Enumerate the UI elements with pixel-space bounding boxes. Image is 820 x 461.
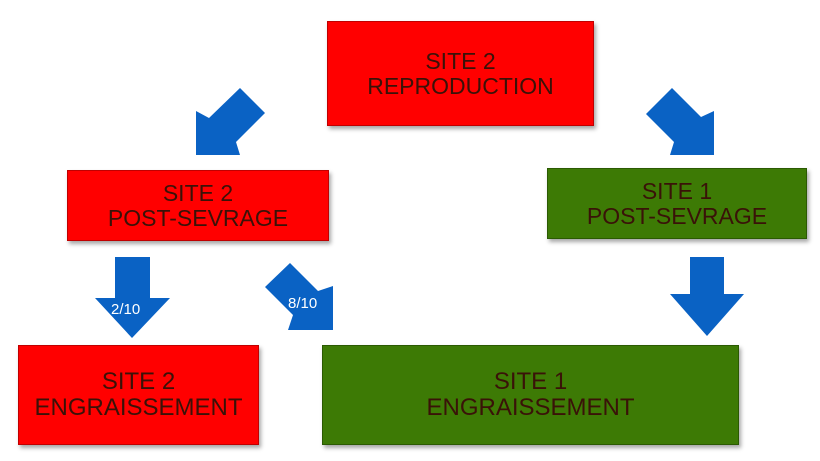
arrow-down-right-icon: [265, 263, 333, 330]
site2-post-sevrage-box: SITE 2 POST-SEVRAGE: [67, 170, 329, 241]
arrow-down-right-icon: [646, 88, 714, 155]
arrow-down-icon: [95, 257, 170, 338]
box-line-site: SITE 2: [162, 179, 234, 206]
box-line-site: SITE 2: [101, 368, 176, 396]
site1-post-sevrage-box: SITE 1 POST-SEVRAGE: [547, 168, 807, 239]
arrow-down-icon: [670, 257, 744, 336]
box-line-stage: POST-SEVRAGE: [107, 204, 289, 231]
site2-reproduction-box: SITE 2 REPRODUCTION: [327, 21, 594, 126]
box-line-site: SITE 1: [641, 177, 713, 204]
box-line-stage: ENGRAISSEMENT: [426, 394, 635, 421]
arrow-down-left-icon: [196, 88, 265, 155]
site1-engraissement-box: SITE 1 ENGRAISSEMENT: [322, 345, 739, 445]
box-line-site: SITE 2: [425, 47, 496, 74]
box-line-stage: REPRODUCTION: [367, 72, 554, 99]
site2-engraissement-box: SITE 2 ENGRAISSEMENT: [18, 345, 259, 445]
box-line-stage: ENGRAISSEMENT: [34, 394, 243, 421]
box-line-stage: POST-SEVRAGE: [586, 202, 768, 229]
box-line-site: SITE 1: [493, 368, 568, 396]
arrow-label-2-10: 2/10: [111, 301, 140, 318]
arrow-label-8-10: 8/10: [288, 295, 317, 312]
